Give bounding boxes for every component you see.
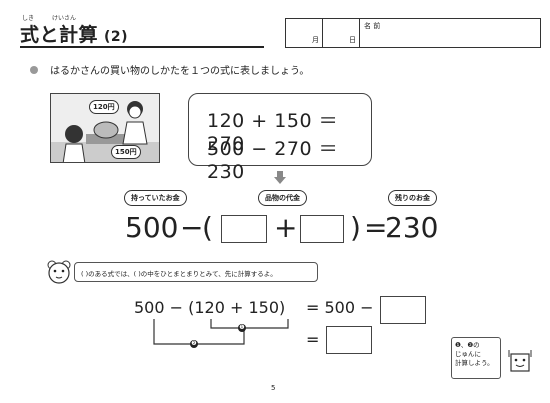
title-underline <box>20 46 264 48</box>
formula-lparen: ( <box>202 211 213 244</box>
formula-num-500: 500 <box>125 211 179 244</box>
bear-character-icon <box>47 260 71 284</box>
formula-minus: − <box>180 211 204 244</box>
formula-equals: = <box>364 211 388 244</box>
month-cell[interactable]: 月 <box>286 19 323 47</box>
calc-blank-1[interactable] <box>380 296 426 324</box>
page-number: 5 <box>271 384 276 392</box>
price-bubble-120: 120円 <box>89 100 119 114</box>
calc-line-2-eq: = <box>306 330 320 349</box>
calc-line-1-left: 500 − (120 + 150) <box>134 298 286 317</box>
formula-result-230: 230 <box>385 211 439 244</box>
formula-blank-2[interactable] <box>300 215 344 243</box>
calc-blank-2[interactable] <box>326 326 372 354</box>
tip-speech-box: ( )のある式では、( )の中をひとまとまりとみて、先に計算するよ。 <box>74 262 318 282</box>
day-cell[interactable]: 日 <box>323 19 360 47</box>
name-label: 名 前 <box>364 22 381 30</box>
month-label: 月 <box>312 36 319 44</box>
note-line-3: 計算しよう。 <box>455 359 494 367</box>
formula-plus: + <box>274 211 298 244</box>
equation-line-1: 120 + 150 ＝ 270 <box>207 110 339 155</box>
formula-blank-1[interactable] <box>221 215 267 243</box>
equation-line-2: 500 − 270 ＝ 230 <box>207 138 339 183</box>
equations-box: 120 + 150 ＝ 270 500 − 270 ＝ 230 <box>188 93 372 183</box>
title-main: 式と計算 <box>20 24 99 46</box>
robot-character-icon <box>508 350 532 372</box>
shopping-illustration: 120円 150円 <box>50 93 160 163</box>
title-ruby-keisan: けいさん <box>52 15 77 22</box>
title-ruby-shiki: しき <box>22 15 35 22</box>
order-note-box: ❶、❷の じゅんに 計算しよう。 <box>451 337 501 379</box>
name-cell[interactable]: 名 前 <box>360 19 540 47</box>
note-line-1: ❶、❷の <box>455 341 480 349</box>
down-arrow-icon <box>274 171 286 184</box>
instruction-text: はるかさんの買い物のしかたを１つの式に表しましょう。 <box>50 66 310 77</box>
page-title: 式と計算 (2) <box>20 20 128 47</box>
name-date-box: 月 日 名 前 <box>285 18 541 48</box>
step-marker-1: ❶ <box>238 324 246 332</box>
tag-remaining-money: 残りのお金 <box>388 190 437 206</box>
note-line-2: じゅんに <box>455 350 481 358</box>
calc-line-1-eq: = 500 − <box>306 298 374 317</box>
title-paren: (2) <box>104 29 129 45</box>
step-marker-2: ❷ <box>190 340 198 348</box>
bullet-dot <box>30 66 38 74</box>
day-label: 日 <box>349 36 356 44</box>
tag-item-price: 品物の代金 <box>258 190 307 206</box>
price-bubble-150: 150円 <box>111 145 141 159</box>
tag-money-held: 持っていたお金 <box>124 190 187 206</box>
formula-rparen: ) <box>350 211 361 244</box>
calc-order-brackets <box>153 319 289 345</box>
